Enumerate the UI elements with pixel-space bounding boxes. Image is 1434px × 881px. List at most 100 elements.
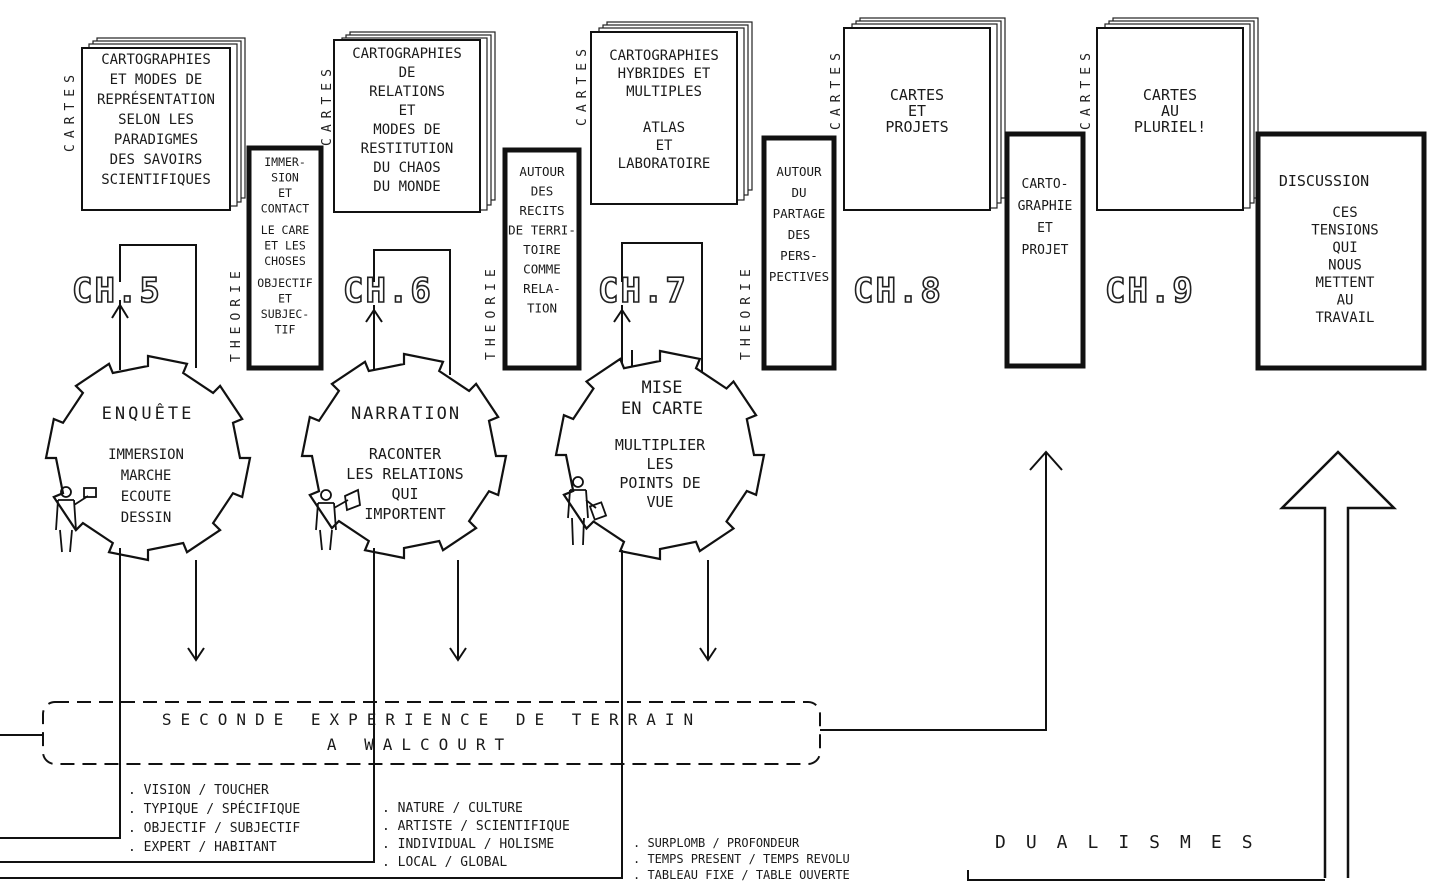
gear-mise-en-carte-text-line: VUE: [646, 493, 673, 511]
card-text-line: PROJETS: [885, 118, 948, 136]
card-stack-ch6: CARTOGRAPHIES DE RELATIONS ET MODES DE RESTIT…: [334, 32, 495, 212]
dualism-line: . TYPIQUE / SPÉCIFIQUE: [128, 801, 300, 817]
gear-narration-title: NARRATION: [351, 404, 461, 424]
dualism-line: . OBJECTIF / SUBJECTIF: [128, 821, 300, 836]
gear-mise-en-carte-title-line: EN CARTE: [621, 399, 703, 419]
chapter-label-ch9: CH.9: [1105, 271, 1195, 311]
field-experience-line1: SECONDE EXPERIENCE DE TERRAIN: [162, 710, 702, 729]
dualism-list-3: . SURPLOMB / PROFONDEUR . TEMPS PRESENT /…: [633, 836, 850, 881]
discussion-title: DISCUSSION: [1279, 172, 1369, 190]
theory-text-line: ET: [278, 186, 292, 200]
card-text-line: RELATIONS: [369, 84, 445, 100]
theory-text-line: PECTIVES: [769, 269, 829, 284]
arrow-to-projet: [820, 452, 1062, 730]
card-text-line: LABORATOIRE: [618, 156, 711, 172]
gear-mise-en-carte-title-line: MISE: [642, 378, 683, 398]
theory-text-line: PARTAGE: [773, 206, 826, 221]
theory-text-line: GRAPHIE: [1018, 199, 1073, 214]
chapter-label-ch5: CH.5: [72, 271, 162, 311]
gear-enquete-text-line: ECOUTE: [121, 489, 172, 505]
dualism-line: . SURPLOMB / PROFONDEUR: [633, 836, 800, 850]
dualism-line: . EXPERT / HABITANT: [128, 840, 277, 855]
gear-mise-en-carte-text-line: LES: [646, 455, 673, 473]
card-text-line: MODES DE: [373, 122, 440, 138]
theory-text-line: ET: [278, 291, 292, 305]
theory-text-line: AUTOUR: [776, 164, 822, 179]
card-text-line: ET MODES DE: [110, 72, 203, 88]
card-text-line: CARTOGRAPHIES: [101, 52, 211, 68]
discussion-text-line: CES: [1332, 205, 1357, 221]
card-text-line: SELON LES: [118, 112, 194, 128]
cartes-label-2: CARTES: [320, 63, 335, 146]
field-experience-line2: A WALCOURT: [327, 735, 513, 754]
gear-narration-text-line: QUI: [391, 485, 418, 503]
card-text-line: HYBRIDES ET: [618, 66, 711, 82]
theory-box-1: IMMER-SIONETCONTACTLE CAREET LESCHOSESOB…: [249, 148, 321, 368]
discussion-text-line: TENSIONS: [1311, 223, 1378, 239]
card-text-line: DU MONDE: [373, 179, 440, 195]
cartes-label-1: CARTES: [63, 69, 78, 152]
card-text-line: REPRÉSENTATION: [97, 91, 215, 108]
card-text-line: PLURIEL!: [1134, 118, 1206, 136]
gear-enquete-text-line: IMMERSION: [108, 447, 184, 463]
card-text-line: ET: [656, 138, 673, 154]
card-text-line: CARTOGRAPHIES: [609, 48, 719, 64]
cartes-label-3: CARTES: [575, 43, 590, 126]
theory-text-line: TIF: [275, 322, 296, 336]
theory-text-line: RELA-: [523, 281, 561, 296]
discussion-text-line: METTENT: [1315, 275, 1375, 291]
card-text-line: CARTOGRAPHIES: [352, 46, 462, 62]
card-stack-ch5: CARTOGRAPHIES ET MODES DE REPRÉSENTATION SE…: [82, 38, 245, 210]
card-text-line: DU CHAOS: [373, 160, 440, 176]
chapter-label-ch7: CH.7: [598, 271, 688, 311]
theory-text-line: SUBJEC-: [261, 307, 309, 321]
theory-text-line: PERS-: [780, 248, 818, 263]
theory-text-line: ET: [1037, 221, 1053, 236]
theory-text-line: TION: [527, 301, 557, 316]
cartes-label-4: CARTES: [829, 47, 844, 130]
theorie-label-1: THEORIE: [229, 265, 244, 362]
card-text-line: DES SAVOIRS: [110, 152, 203, 168]
theory-text-line: LE CARE: [261, 223, 310, 237]
discussion-text-line: TRAVAIL: [1315, 310, 1374, 326]
card-text-line: ATLAS: [643, 120, 685, 136]
dualismes-label: DUALISMES: [995, 832, 1273, 853]
card-text-line: SCIENTIFIQUES: [101, 172, 211, 188]
card-text-line: ET: [399, 103, 416, 119]
dualism-line: . VISION / TOUCHER: [128, 783, 269, 798]
card-text-line: DE: [399, 65, 416, 81]
gear-enquete-title: ENQUÊTE: [102, 402, 195, 424]
dualism-list-1: . VISION / TOUCHER . TYPIQUE / SPÉCIFIQUE…: [128, 783, 300, 855]
theory-text-line: TOIRE: [523, 242, 561, 257]
dualism-line: . ARTISTE / SCIENTIFIQUE: [382, 819, 570, 834]
gear-narration-text-line: IMPORTENT: [364, 505, 445, 523]
theory-text-line: CONTACT: [261, 202, 310, 216]
theory-text-line: IMMER-: [264, 155, 306, 169]
gear-enquete-text-line: DESSIN: [121, 510, 172, 526]
dualism-line: . TABLEAU FIXE / TABLE OUVERTE: [633, 868, 850, 881]
dualism-list-2: . NATURE / CULTURE. ARTISTE / SCIENTIFIQ…: [382, 801, 570, 870]
dualism-line: . INDIVIDUAL / HOLISME: [382, 837, 554, 852]
dualism-line: . TEMPS PRESENT / TEMPS REVOLU: [633, 852, 850, 866]
gear-mise-en-carte-text-line: POINTS DE: [619, 474, 700, 492]
theory-text-line: CHOSES: [264, 254, 306, 268]
theory-text-line: AUTOUR: [519, 164, 565, 179]
arrow-to-discussion: [968, 452, 1394, 881]
card-text-line: RESTITUTION: [361, 141, 454, 157]
theorie-label-2: THEORIE: [484, 263, 499, 360]
theory-text-line: PROJET: [1022, 243, 1069, 258]
theory-text-line: ET LES: [264, 239, 306, 253]
theory-text-line: SION: [271, 171, 299, 185]
gear-narration: NARRATION RACONTERLES RELATIONSQUIIMPORT…: [302, 354, 506, 558]
field-experience-box: SECONDE EXPERIENCE DE TERRAIN A WALCOURT: [43, 702, 820, 764]
gear-narration-text-line: LES RELATIONS: [346, 465, 463, 483]
